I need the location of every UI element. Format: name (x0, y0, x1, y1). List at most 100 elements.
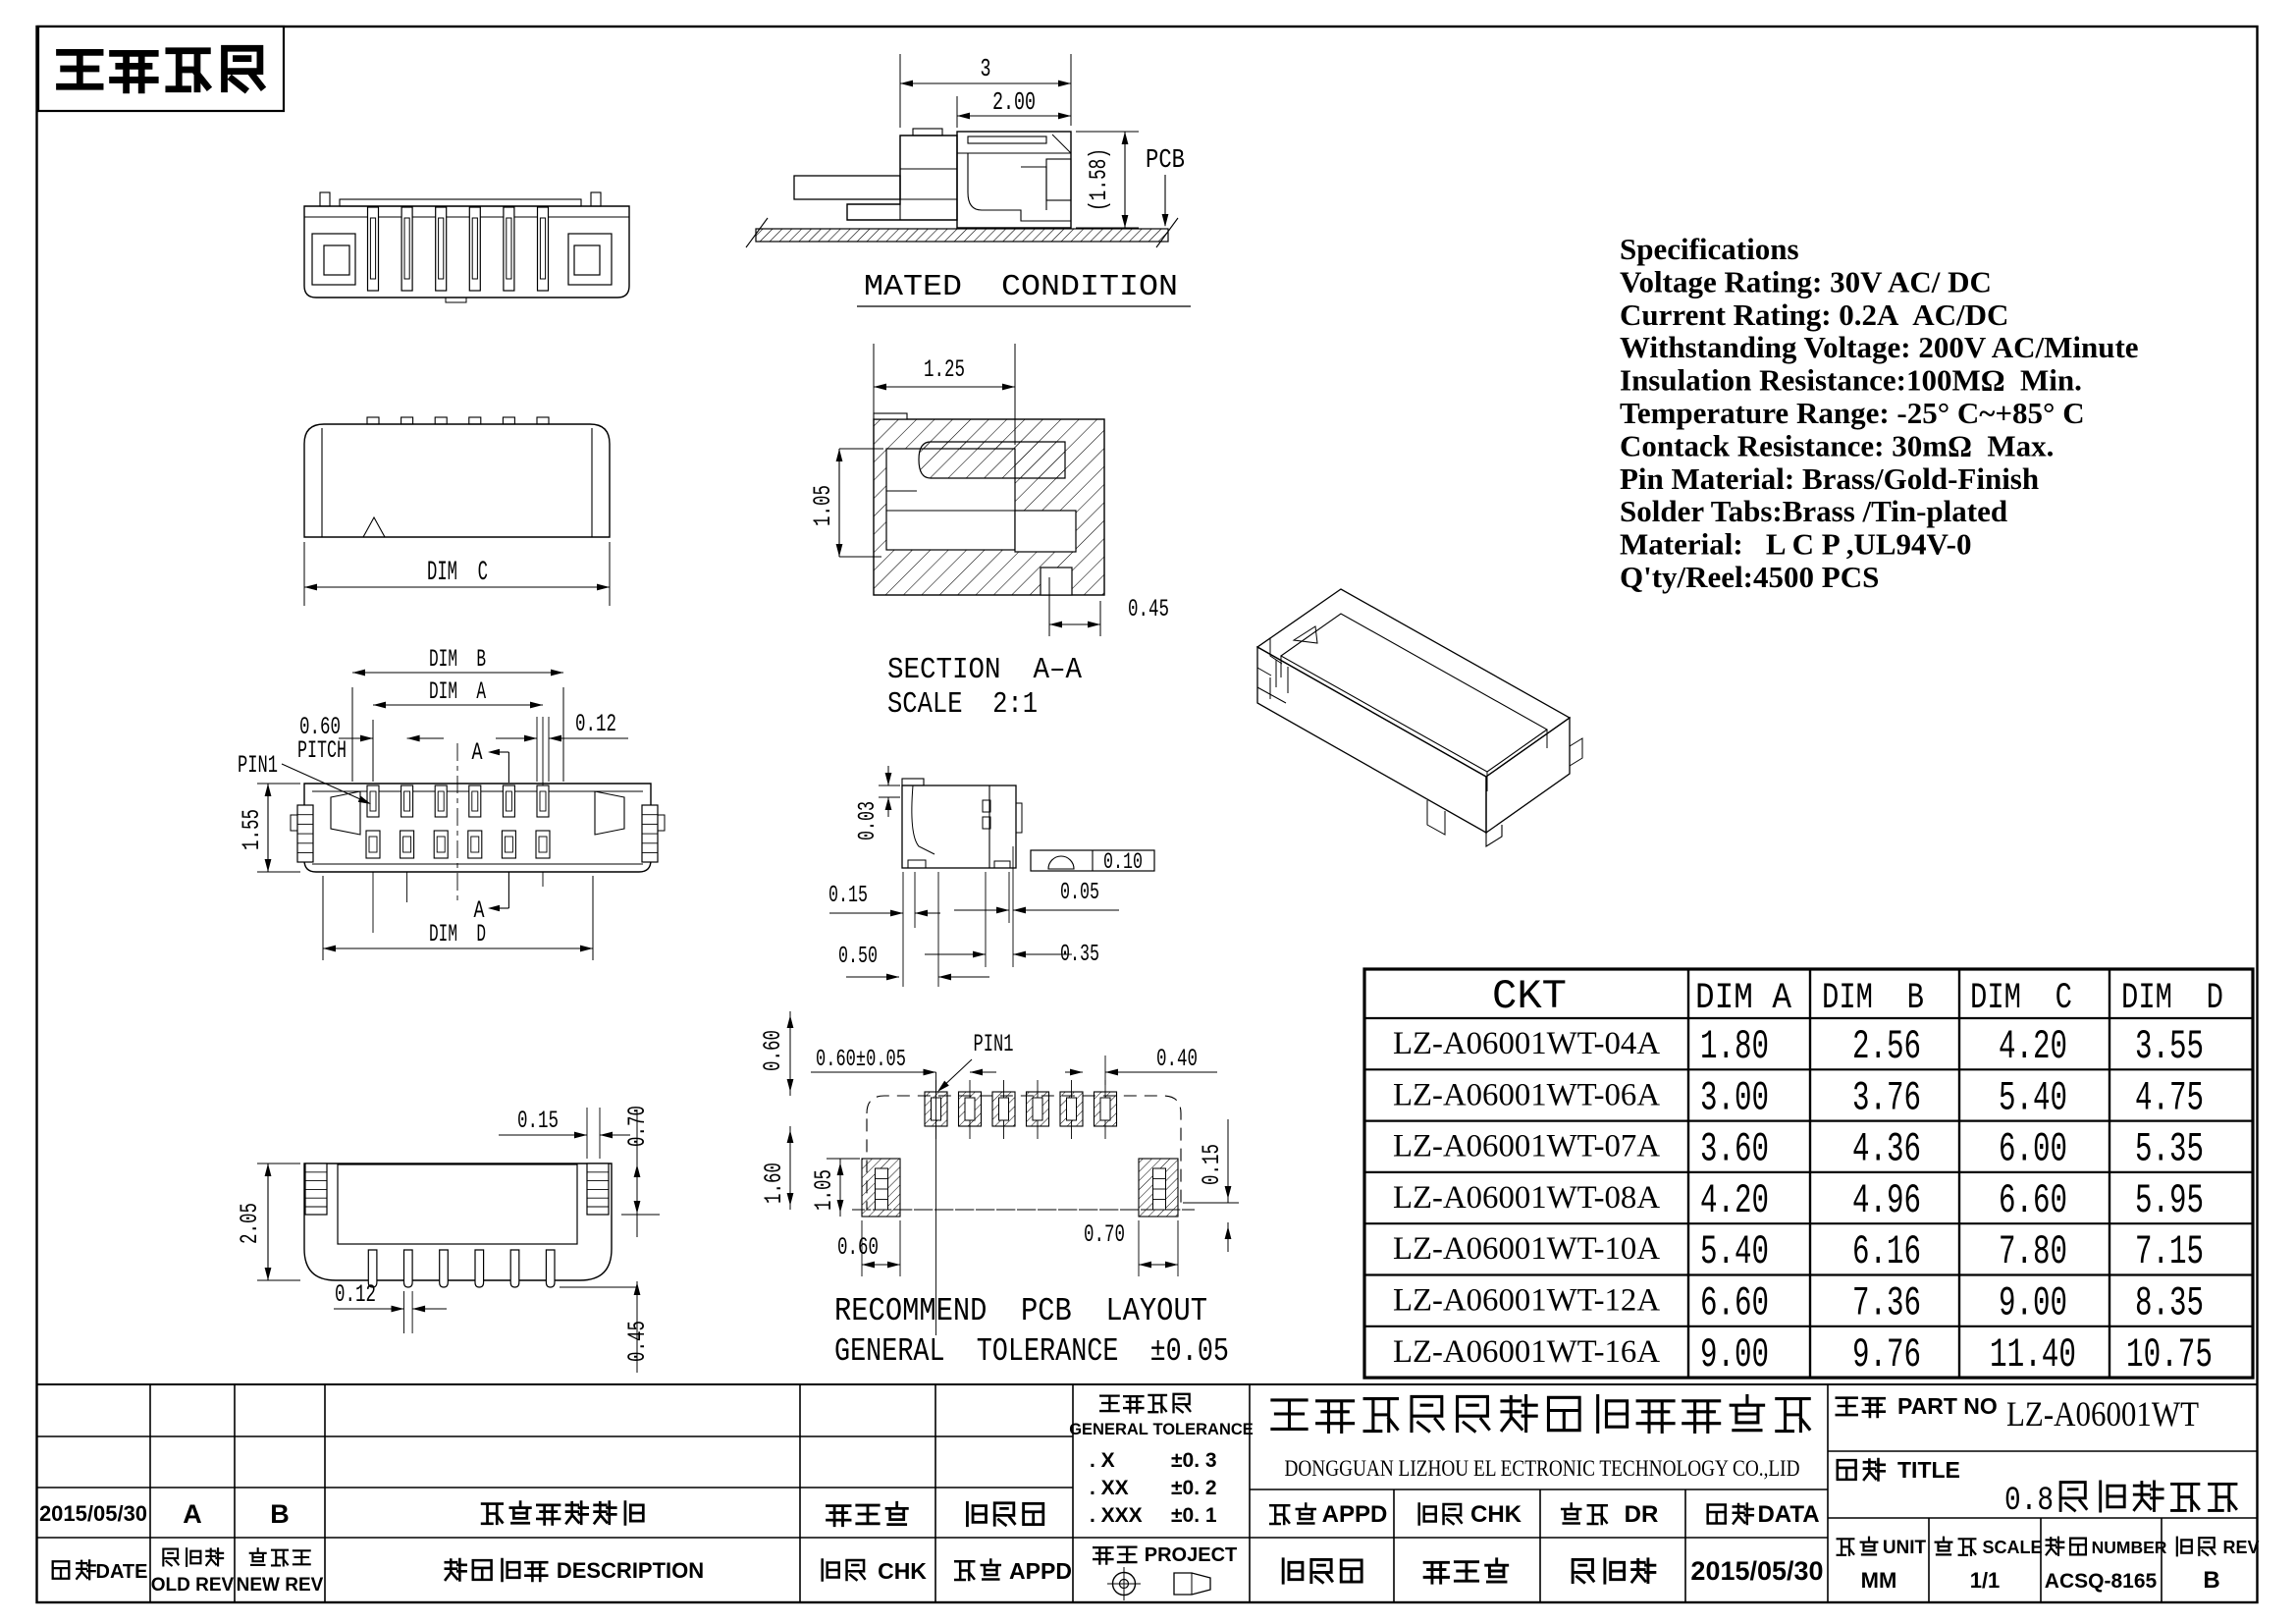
svg-text:LZ-A06001WT: LZ-A06001WT (2006, 1394, 2199, 1434)
svg-text:7.36: 7.36 (1852, 1280, 1921, 1327)
svg-text:NUMBER: NUMBER (2092, 1538, 2167, 1557)
svg-text:Material: L C P ,UL94V-0: Material: L C P ,UL94V-0 (1620, 527, 1971, 562)
svg-text:1/1: 1/1 (1970, 1568, 2001, 1593)
svg-text:LZ-A06001WT-16A: LZ-A06001WT-16A (1393, 1334, 1660, 1370)
svg-text:DIM A: DIM A (429, 677, 486, 706)
svg-text:ACSQ-8165: ACSQ-8165 (2045, 1570, 2158, 1593)
svg-text:0.70: 0.70 (623, 1106, 652, 1147)
svg-text:SECTION A–A: SECTION A–A (887, 653, 1082, 687)
svg-text:B: B (270, 1499, 290, 1529)
svg-text:DIM B: DIM B (429, 645, 486, 674)
svg-text:1.60: 1.60 (760, 1163, 788, 1204)
svg-text:Solder Tabs:Brass /Tin-plated: Solder Tabs:Brass /Tin-plated (1620, 494, 2007, 528)
svg-text:PIN1: PIN1 (238, 751, 278, 780)
svg-text:DIM C: DIM C (427, 558, 488, 588)
svg-text:1.05: 1.05 (810, 1169, 838, 1211)
svg-text:3.60: 3.60 (1700, 1126, 1769, 1173)
svg-text:OLD REV: OLD REV (151, 1575, 235, 1596)
svg-text:APPD: APPD (1009, 1558, 1072, 1584)
svg-text:0.60±0.05: 0.60±0.05 (816, 1047, 906, 1073)
svg-text:Insulation Resistance:100MΩ M: Insulation Resistance:100MΩ Min. (1620, 363, 2082, 398)
svg-text:2.56: 2.56 (1852, 1023, 1921, 1070)
svg-text:MM: MM (1861, 1568, 1897, 1593)
svg-text:LZ-A06001WT-07A: LZ-A06001WT-07A (1393, 1129, 1660, 1164)
svg-text:±0. 1: ±0. 1 (1171, 1504, 1217, 1527)
svg-text:6.60: 6.60 (1700, 1280, 1769, 1327)
svg-text:0.12: 0.12 (335, 1280, 376, 1309)
svg-text:2.05: 2.05 (236, 1203, 264, 1244)
svg-text:7.15: 7.15 (2135, 1228, 2204, 1275)
svg-text:0.45: 0.45 (623, 1321, 652, 1362)
svg-text:LZ-A06001WT-06A: LZ-A06001WT-06A (1393, 1077, 1660, 1112)
svg-text:PCB: PCB (1146, 146, 1185, 176)
svg-text:0.40: 0.40 (1156, 1045, 1198, 1073)
svg-text:CHK: CHK (1470, 1501, 1522, 1528)
svg-text:DIM D: DIM D (429, 920, 486, 948)
svg-text:PIN1: PIN1 (974, 1030, 1014, 1058)
svg-text:3.55: 3.55 (2135, 1023, 2204, 1070)
svg-text:3.76: 3.76 (1852, 1074, 1921, 1121)
svg-text:4.36: 4.36 (1852, 1126, 1921, 1173)
svg-text:LZ-A06001WT-12A: LZ-A06001WT-12A (1393, 1283, 1660, 1319)
svg-text:9.00: 9.00 (1999, 1280, 2067, 1327)
svg-text:0.05: 0.05 (1060, 880, 1099, 906)
svg-text:REV: REV (2222, 1538, 2259, 1557)
svg-text:Pin Material: Brass/Gold-Finis: Pin Material: Brass/Gold-Finish (1620, 461, 2039, 496)
svg-text:TITLE: TITLE (1897, 1457, 1960, 1483)
svg-text:4.20: 4.20 (1700, 1177, 1769, 1224)
svg-text:DIM D: DIM D (2121, 978, 2223, 1019)
svg-text:10.75: 10.75 (2126, 1331, 2213, 1379)
svg-text:Q'ty/Reel:4500 PCS: Q'ty/Reel:4500 PCS (1620, 560, 1879, 594)
svg-text:MATED CONDITION: MATED CONDITION (864, 270, 1178, 304)
svg-text:4.96: 4.96 (1852, 1177, 1921, 1224)
svg-text:9.00: 9.00 (1700, 1331, 1769, 1379)
svg-text:2015/05/30: 2015/05/30 (1690, 1556, 1823, 1586)
svg-text:Specifications: Specifications (1620, 232, 1799, 266)
svg-text:0.8: 0.8 (2004, 1483, 2054, 1520)
svg-text:(1.58): (1.58) (1085, 148, 1113, 211)
svg-text:0.60: 0.60 (759, 1030, 787, 1071)
svg-text:UNIT: UNIT (1883, 1538, 1927, 1558)
svg-text:DR: DR (1625, 1501, 1659, 1528)
svg-text:DATE: DATE (96, 1561, 148, 1583)
svg-text:A: A (474, 896, 485, 925)
svg-text:4.20: 4.20 (1999, 1023, 2067, 1070)
svg-text:6.16: 6.16 (1852, 1228, 1921, 1275)
svg-text:0.50: 0.50 (838, 944, 878, 970)
svg-text:0.15: 0.15 (1198, 1144, 1226, 1185)
svg-text:5.40: 5.40 (1999, 1074, 2067, 1121)
svg-text:1.80: 1.80 (1700, 1023, 1769, 1070)
svg-text:0.15: 0.15 (517, 1107, 559, 1135)
svg-text:. XX: . XX (1090, 1477, 1129, 1499)
svg-text:5.35: 5.35 (2135, 1126, 2204, 1173)
svg-text:1.05: 1.05 (809, 485, 837, 526)
svg-text:±0. 3: ±0. 3 (1171, 1449, 1217, 1472)
svg-text:CHK: CHK (878, 1558, 927, 1584)
svg-text:7.80: 7.80 (1999, 1228, 2067, 1275)
svg-text:9.76: 9.76 (1852, 1331, 1921, 1379)
svg-text:DIM C: DIM C (1970, 978, 2072, 1019)
svg-text:11.40: 11.40 (1990, 1331, 2076, 1379)
svg-text:SCALE: SCALE (1982, 1538, 2042, 1557)
svg-text:. X: . X (1090, 1449, 1115, 1472)
svg-text:2.00: 2.00 (992, 87, 1036, 117)
svg-text:A: A (183, 1499, 202, 1529)
svg-text:PART NO: PART NO (1897, 1393, 1998, 1419)
svg-text:SCALE 2:1: SCALE 2:1 (887, 687, 1038, 722)
svg-text:GENERAL TOLERANCE: GENERAL TOLERANCE (1069, 1421, 1254, 1438)
svg-text:0.10: 0.10 (1103, 849, 1143, 875)
svg-text:DIM B: DIM B (1822, 978, 1924, 1019)
svg-text:6.60: 6.60 (1999, 1177, 2067, 1224)
svg-text:3: 3 (981, 54, 991, 83)
svg-text:±0. 2: ±0. 2 (1171, 1477, 1217, 1499)
svg-text:NEW REV: NEW REV (237, 1575, 324, 1596)
svg-text:DATA: DATA (1757, 1501, 1819, 1528)
svg-text:4.75: 4.75 (2135, 1074, 2204, 1121)
svg-text:5.40: 5.40 (1700, 1228, 1769, 1275)
svg-text:B: B (2203, 1567, 2219, 1594)
svg-text:DESCRIPTION: DESCRIPTION (557, 1558, 704, 1583)
svg-text:3.00: 3.00 (1700, 1074, 1769, 1121)
svg-text:A: A (472, 738, 483, 767)
svg-text:5.95: 5.95 (2135, 1177, 2204, 1224)
svg-text:LZ-A06001WT-10A: LZ-A06001WT-10A (1393, 1231, 1660, 1267)
